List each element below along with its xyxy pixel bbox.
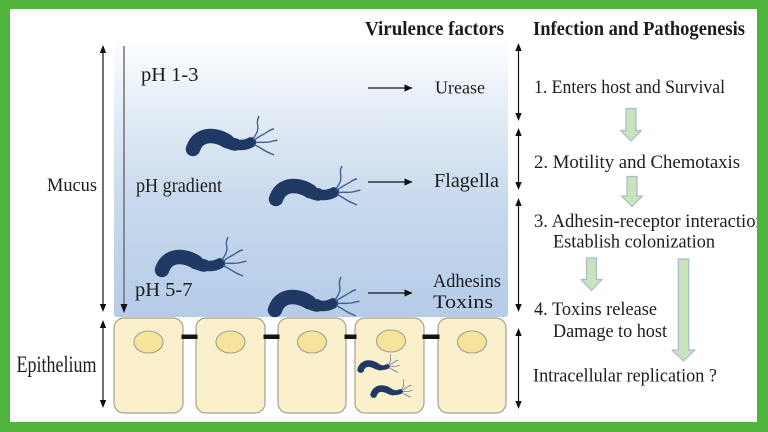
svg-text:2. Motility and Chemotaxis: 2. Motility and Chemotaxis [534,152,740,173]
svg-text:3. Adhesin-receptor interactio: 3. Adhesin-receptor interaction [534,211,765,232]
svg-text:Intracellular replication ?: Intracellular replication ? [533,366,717,387]
svg-text:pH 1-3: pH 1-3 [141,64,199,86]
svg-text:Epithelium: Epithelium [17,352,97,377]
svg-text:Mucus: Mucus [47,175,97,196]
svg-text:Damage to host: Damage to host [553,321,668,342]
svg-text:Toxins: Toxins [433,292,493,313]
svg-text:Establish colonization: Establish colonization [553,232,715,253]
svg-text:Flagella: Flagella [434,171,499,192]
svg-text:4. Toxins release: 4. Toxins release [534,299,657,320]
svg-text:Infection and Pathogenesis: Infection and Pathogenesis [533,19,745,40]
svg-text:pH 5-7: pH 5-7 [135,279,193,301]
svg-text:Adhesins: Adhesins [433,271,501,292]
svg-text:Urease: Urease [435,78,485,98]
svg-text:1. Enters host and Survival: 1. Enters host and Survival [534,77,725,98]
svg-text:Virulence factors: Virulence factors [365,19,504,40]
svg-text:pH gradient: pH gradient [136,175,222,197]
